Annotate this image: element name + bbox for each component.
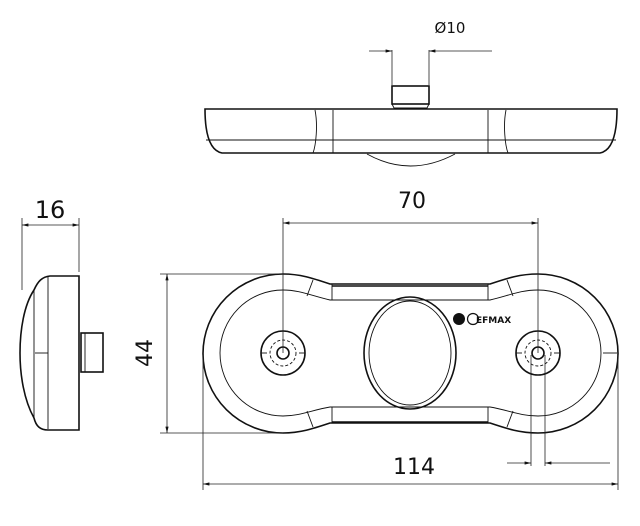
dim-hole-spacing: 70 <box>398 189 426 214</box>
dim-length: 114 <box>393 455 435 480</box>
top-view: Ø10 <box>204 19 618 167</box>
side-view: 16 <box>19 196 104 431</box>
dim-stem-diameter: Ø10 <box>435 19 466 37</box>
brand-logo: EFMAX <box>453 312 511 326</box>
front-view: EFMAX 70 44 114 <box>133 189 619 490</box>
stem <box>391 85 430 105</box>
center-lens <box>363 296 457 410</box>
dim-height: 44 <box>133 339 158 367</box>
dim-depth: 16 <box>35 196 66 224</box>
logo-text: EFMAX <box>476 316 511 326</box>
